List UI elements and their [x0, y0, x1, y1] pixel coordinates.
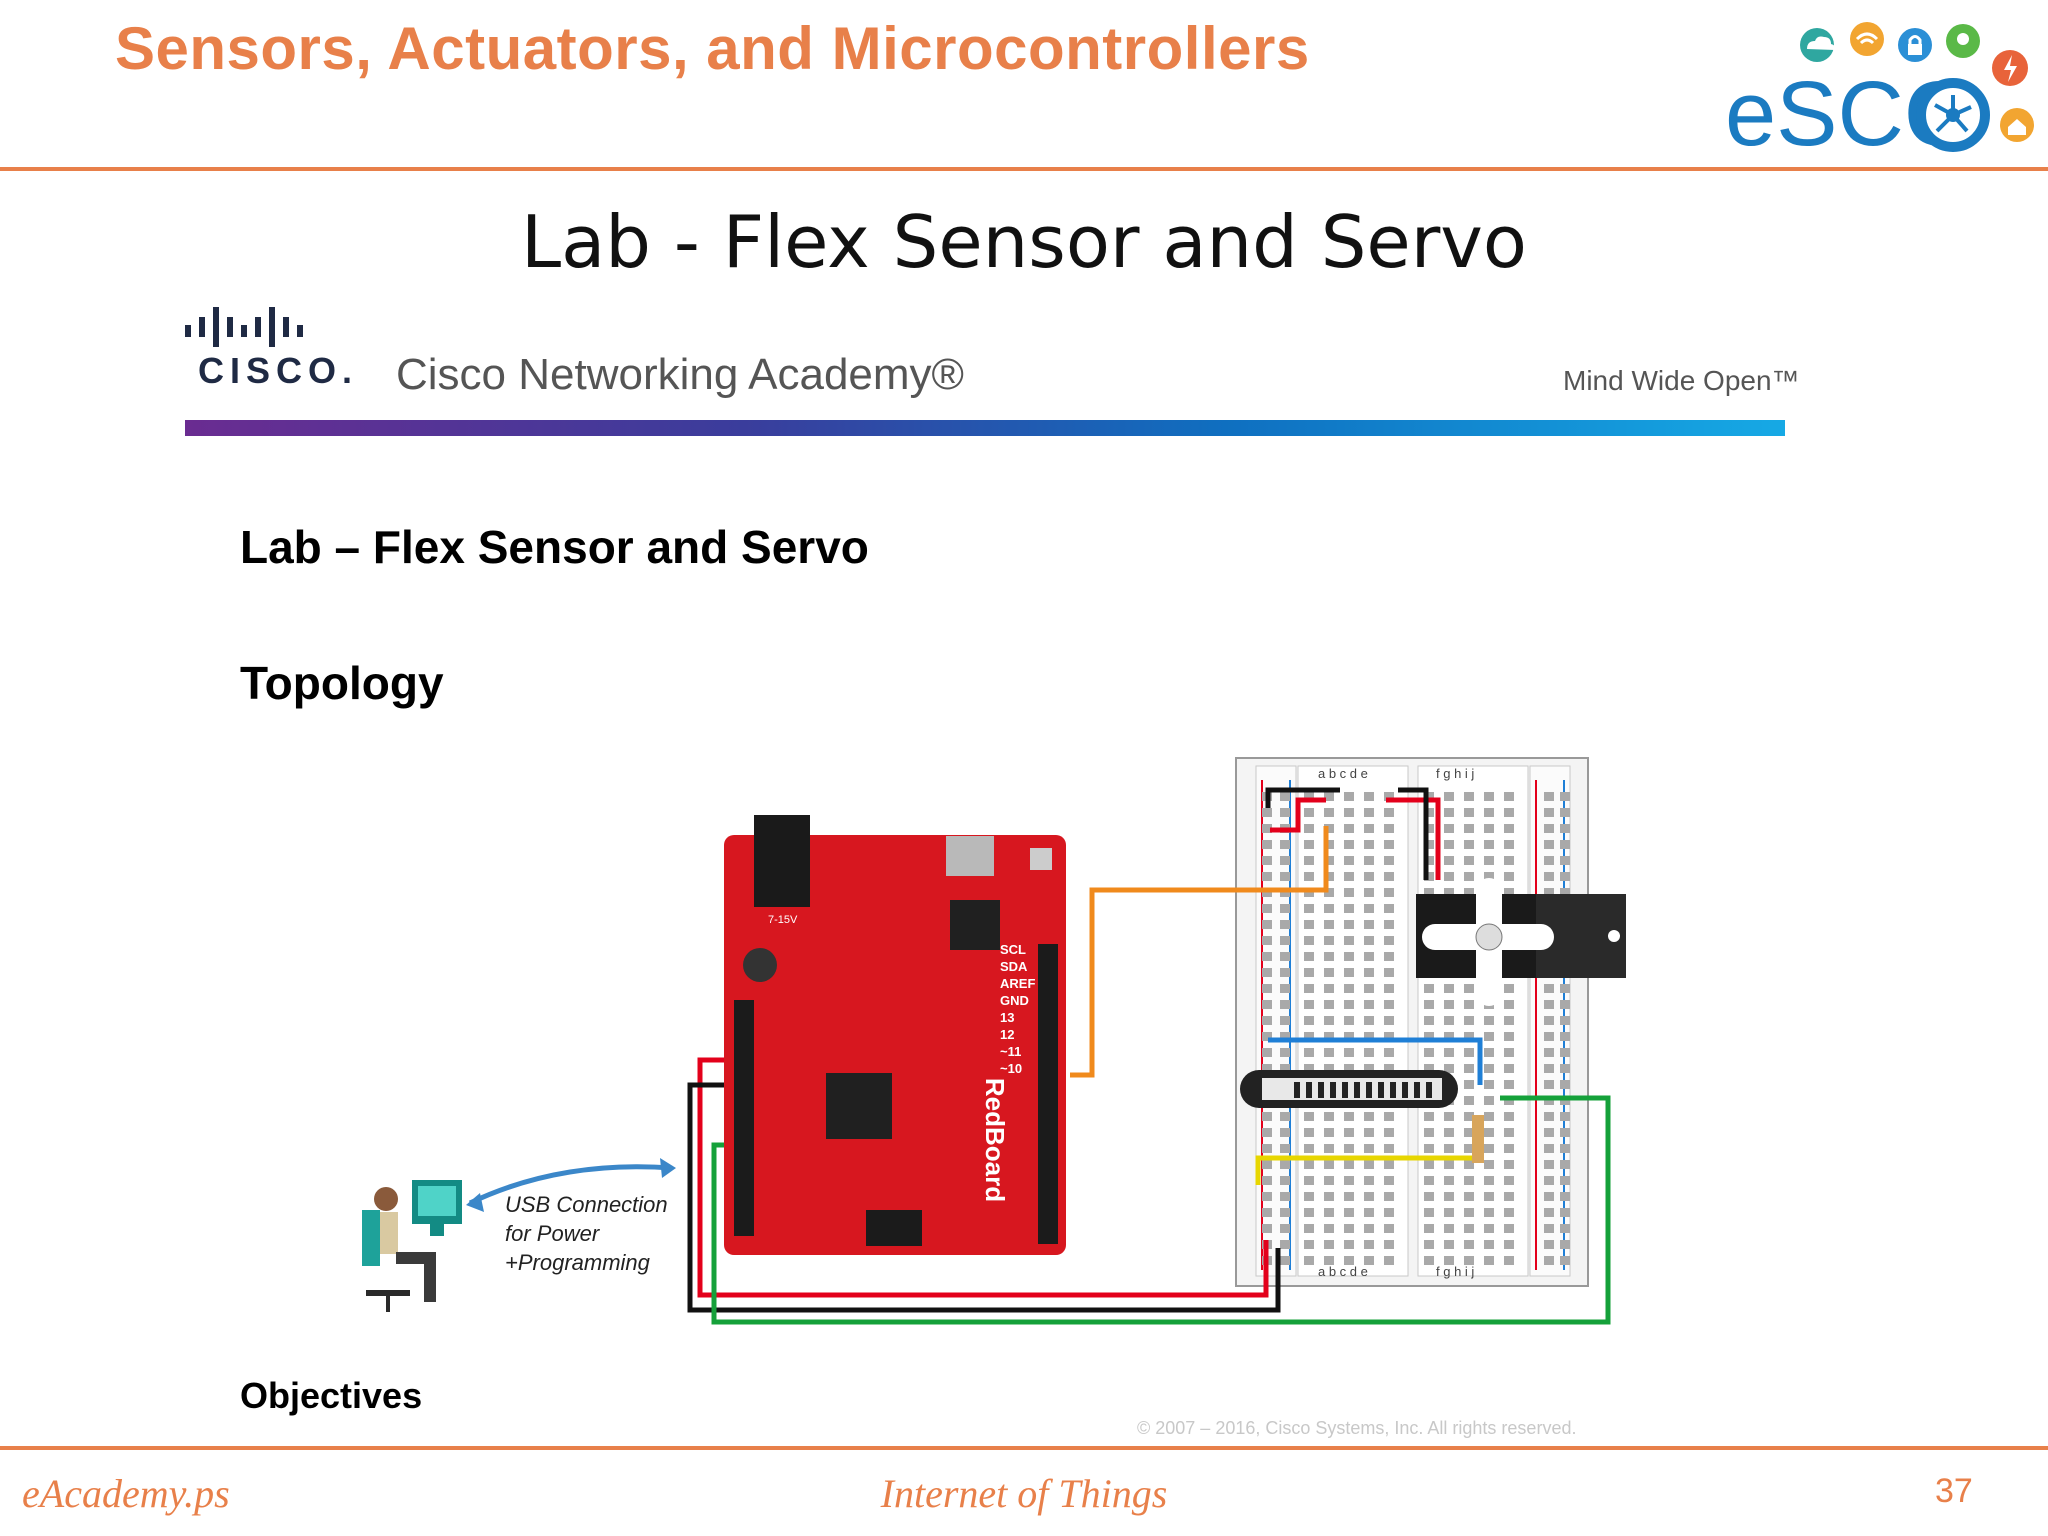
- esco-logo: eSCO: [1725, 15, 2045, 165]
- board-pin-label: ~10: [1000, 1061, 1022, 1076]
- header-title: Sensors, Actuators, and Microcontrollers: [115, 15, 1310, 82]
- cisco-wordmark: CISCO.: [198, 350, 359, 391]
- digital-header: [1038, 944, 1058, 1244]
- resistor: [1472, 1115, 1484, 1163]
- servo: [1416, 878, 1626, 1006]
- flex-sensor: [1240, 1070, 1484, 1163]
- slide-title: Lab - Flex Sensor and Servo: [521, 200, 1527, 284]
- topology-heading: Topology: [240, 657, 444, 709]
- breadboard: a b c d e f g h i j a b c d e f g h i j: [1235, 757, 1589, 1287]
- copyright-text: © 2007 – 2016, Cisco Systems, Inc. All r…: [1137, 1418, 1577, 1438]
- microcontroller-chip: [826, 1073, 892, 1139]
- board-pin-labels: SCL SDA AREF GND 13 12 ~11 ~10: [1000, 942, 1035, 1076]
- board-pin-label: 12: [1000, 1027, 1014, 1042]
- tagline: Mind Wide Open™: [1563, 365, 1800, 396]
- board-name: RedBoard: [980, 1078, 1010, 1202]
- board-pin-label: SCL: [1000, 942, 1026, 957]
- academy-name: Cisco Networking Academy®: [396, 350, 964, 399]
- footer-course: Internet of Things: [880, 1471, 1168, 1516]
- breadboard-cols-right-bottom: f g h i j: [1436, 1264, 1474, 1279]
- objectives-heading: Objectives: [240, 1375, 423, 1416]
- green-wire: [711, 1095, 1611, 1325]
- brand-gradient-bar: [185, 420, 1785, 436]
- board-pin-label: SDA: [1000, 959, 1028, 974]
- orange-wire: [1070, 826, 1329, 1078]
- board-pin-label: AREF: [1000, 976, 1035, 991]
- board-voltage: 7-15V: [768, 914, 798, 926]
- esco-logo-graphic: eSCO: [1725, 22, 2034, 165]
- doc-title: Lab – Flex Sensor and Servo: [240, 521, 869, 573]
- usb-label-line-2: for Power: [505, 1221, 600, 1246]
- page-number: 37: [1935, 1472, 1973, 1510]
- yellow-wire: [1255, 1140, 1483, 1185]
- wires: [687, 787, 1611, 1325]
- power-jack: [754, 815, 810, 907]
- board-pin-label: ~11: [1000, 1044, 1021, 1059]
- analog-header: [734, 1000, 754, 1236]
- usb-port: [946, 836, 994, 876]
- computer-user-icon: [362, 1180, 462, 1312]
- blue-wire: [1268, 1037, 1483, 1085]
- breadboard-cols-right: f g h i j: [1436, 766, 1474, 781]
- black-jumper-servo: [1398, 787, 1429, 880]
- footer-site: eAcademy.ps: [22, 1471, 230, 1516]
- breadboard-cols-left: a b c d e: [1318, 766, 1368, 781]
- capacitor: [743, 948, 777, 982]
- redboard: RedBoard 7-15V SCL SDA AREF GND 13 12 ~11 ~10: [724, 815, 1066, 1255]
- usb-connection-label: USB Connection for Power +Programming: [505, 1190, 668, 1277]
- breadboard-cols-left-bottom: a b c d e: [1318, 1264, 1368, 1279]
- red-jumper-top: [1270, 797, 1326, 833]
- usb-label-line-1: USB Connection: [505, 1192, 668, 1217]
- board-pin-label: GND: [1000, 993, 1029, 1008]
- header-rule: [0, 167, 2048, 171]
- red-jumper-servo: [1386, 797, 1441, 880]
- usb-label-line-3: +Programming: [505, 1250, 650, 1275]
- black-jumper-top: [1265, 787, 1340, 808]
- footer-rule: [0, 1446, 2048, 1450]
- black-wire: [687, 1082, 1281, 1313]
- board-pin-label: 13: [1000, 1010, 1014, 1025]
- red-wire: [697, 1057, 1269, 1298]
- cisco-bars-logo: [185, 305, 350, 355]
